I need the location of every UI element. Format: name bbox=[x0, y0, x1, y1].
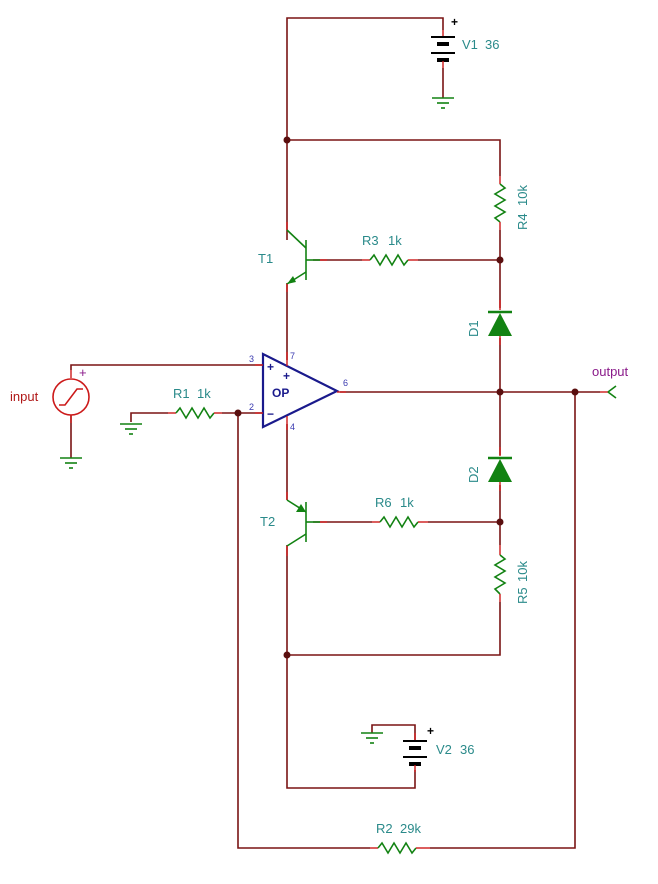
junction-feedback-out bbox=[571, 388, 579, 396]
op-minus-sign: − bbox=[267, 407, 274, 421]
wire-r5-bottom bbox=[287, 602, 501, 656]
junction-r6-node bbox=[496, 518, 504, 526]
junction-r3-node bbox=[496, 256, 504, 264]
d2-label: D2 bbox=[466, 466, 481, 483]
junction-bottom-rail bbox=[283, 651, 291, 659]
r3-name-label: R3 bbox=[362, 233, 379, 248]
t1-label: T1 bbox=[258, 251, 273, 266]
op-plus-sign: + bbox=[267, 360, 274, 374]
ground-v2-icon bbox=[361, 732, 383, 744]
r2-value-label: 29k bbox=[400, 821, 421, 836]
r1-name-label: R1 bbox=[173, 386, 190, 401]
r6-value-label: 1k bbox=[400, 495, 414, 510]
d1-label: D1 bbox=[466, 320, 481, 337]
v2-plus-sign: + bbox=[427, 724, 434, 738]
wire-top-rail bbox=[287, 139, 501, 176]
diode-d2[interactable]: D2 bbox=[466, 447, 512, 491]
wires bbox=[70, 17, 600, 849]
junctions bbox=[234, 136, 579, 659]
v2-value-label: 36 bbox=[460, 742, 474, 757]
r1-value-label: 1k bbox=[197, 386, 211, 401]
r6-name-label: R6 bbox=[375, 495, 392, 510]
op-pin-7: 7 bbox=[290, 351, 295, 361]
battery-v2[interactable]: + V2 36 bbox=[403, 724, 474, 772]
junction-top-rail bbox=[283, 136, 291, 144]
resistor-r1[interactable]: R1 1k bbox=[168, 386, 222, 420]
diode-d1[interactable]: D1 bbox=[466, 300, 512, 345]
junction-feedback-in bbox=[234, 409, 242, 417]
input-source[interactable]: + input bbox=[10, 365, 90, 423]
v1-plus-sign: + bbox=[451, 15, 458, 29]
r3-value-label: 1k bbox=[388, 233, 402, 248]
input-port-label: input bbox=[10, 389, 39, 404]
op-pin-2: 2 bbox=[249, 402, 254, 412]
v1-name-label: V1 bbox=[462, 37, 478, 52]
wire-t2-collector bbox=[286, 545, 416, 789]
output-port-label: output bbox=[592, 364, 629, 379]
t2-label: T2 bbox=[260, 514, 275, 529]
wire-r1-ground bbox=[130, 412, 168, 422]
ground-input-icon bbox=[60, 457, 82, 469]
resistor-r4[interactable]: R4 10k bbox=[493, 176, 530, 230]
wire-feedback-left bbox=[237, 413, 370, 849]
wire-input-plus bbox=[70, 364, 262, 370]
r4-name-label: R4 bbox=[515, 213, 530, 230]
resistor-r6[interactable]: R6 1k bbox=[372, 495, 428, 529]
v1-value-label: 36 bbox=[485, 37, 499, 52]
op-label: OP bbox=[272, 386, 289, 400]
transistor-t1[interactable]: T1 bbox=[258, 222, 327, 292]
output-port[interactable]: output bbox=[592, 364, 629, 399]
wire-feedback-right bbox=[430, 392, 576, 849]
r4-value-label: 10k bbox=[515, 185, 530, 206]
input-plus-sign: + bbox=[79, 365, 87, 380]
op-pin-6: 6 bbox=[343, 378, 348, 388]
op-pin-4: 4 bbox=[290, 422, 295, 432]
r5-name-label: R5 bbox=[515, 587, 530, 604]
r5-value-label: 10k bbox=[515, 561, 530, 582]
ground-r1-icon bbox=[120, 423, 142, 435]
battery-v1[interactable]: + V1 36 bbox=[431, 15, 499, 68]
ground-v1-icon bbox=[432, 97, 454, 109]
v2-name-label: V2 bbox=[436, 742, 452, 757]
resistor-r5[interactable]: R5 10k bbox=[493, 545, 530, 604]
wire-top bbox=[286, 17, 444, 140]
op-supply-sign: + bbox=[283, 369, 290, 383]
opamp-op[interactable]: + − + OP 3 2 6 7 4 bbox=[249, 351, 348, 432]
resistor-r3[interactable]: R3 1k bbox=[362, 233, 418, 267]
resistor-r2[interactable]: R2 29k bbox=[370, 821, 430, 855]
junction-output bbox=[496, 388, 504, 396]
r2-name-label: R2 bbox=[376, 821, 393, 836]
op-pin-3: 3 bbox=[249, 354, 254, 364]
wire-v2-top bbox=[371, 724, 416, 740]
transistor-t2[interactable]: T2 bbox=[260, 492, 327, 556]
